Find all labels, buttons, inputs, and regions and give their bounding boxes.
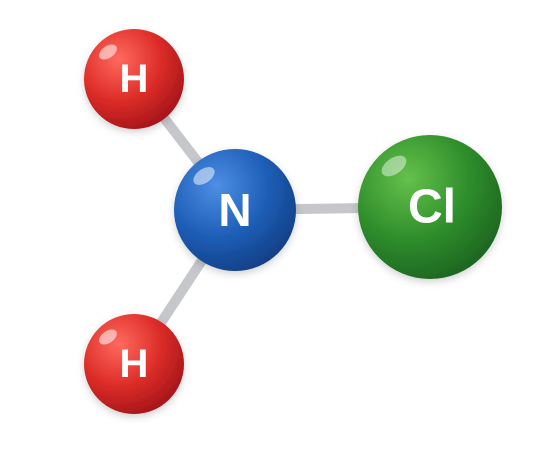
atom-nitrogen-symbol: N bbox=[218, 184, 251, 236]
atom-hydrogen-bottom-symbol: H bbox=[120, 342, 149, 386]
atom-nitrogen: N bbox=[174, 149, 296, 271]
atom-hydrogen-top-symbol: H bbox=[120, 57, 149, 101]
atom-hydrogen-bottom: H bbox=[84, 314, 184, 414]
atom-chlorine: Cl bbox=[358, 135, 502, 279]
atom-hydrogen-top: H bbox=[84, 29, 184, 129]
atom-chlorine-symbol: Cl bbox=[408, 181, 456, 234]
